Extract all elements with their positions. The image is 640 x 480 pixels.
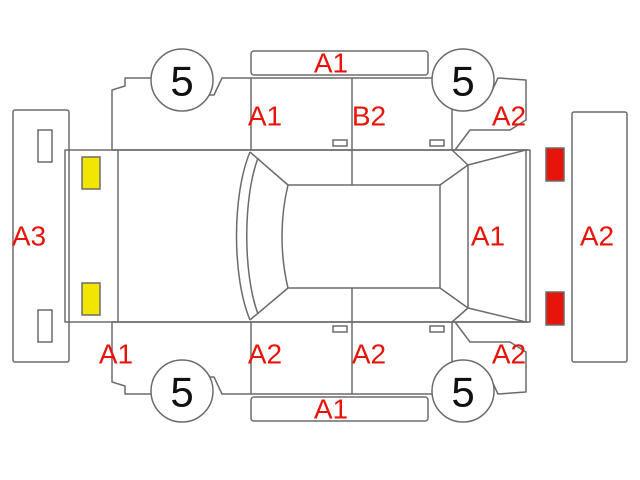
damage-rear-bumper: A2: [580, 221, 614, 252]
tire-tread-rear-left: 5: [451, 58, 474, 105]
car-body-outline: [64, 77, 531, 395]
tire-tread-front-right: 5: [170, 369, 193, 416]
damage-rear-left-fender: A2: [492, 101, 526, 132]
damage-front-right-fender: A1: [99, 339, 133, 370]
wheel-rear-right: 5: [431, 359, 495, 423]
rear-bumper: [571, 111, 628, 363]
damage-rear-glass: A1: [471, 221, 505, 252]
damage-front-left-door: A1: [248, 101, 282, 132]
bottom-side-strip: [250, 396, 429, 422]
damage-front-right-door: A2: [248, 339, 282, 370]
damage-front-bumper: A3: [12, 221, 46, 252]
headlight-lower: [81, 282, 101, 316]
tire-tread-rear-right: 5: [451, 369, 474, 416]
front-bumper: [12, 109, 70, 363]
damage-rear-right-fender: A2: [492, 339, 526, 370]
damage-rear-left-door: B2: [352, 101, 386, 132]
taillight-upper: [545, 147, 565, 182]
damage-bottom-side-strip: A1: [314, 394, 348, 425]
damage-rear-right-door: A2: [352, 339, 386, 370]
wheel-front-left: 5: [150, 48, 214, 112]
tire-tread-front-left: 5: [170, 58, 193, 105]
damage-top-side-strip: A1: [314, 48, 348, 79]
wheel-front-right: 5: [150, 359, 214, 423]
top-side-strip: [250, 50, 429, 76]
taillight-lower: [545, 291, 565, 326]
headlight-upper: [81, 156, 101, 190]
wheel-rear-left: 5: [431, 48, 495, 112]
